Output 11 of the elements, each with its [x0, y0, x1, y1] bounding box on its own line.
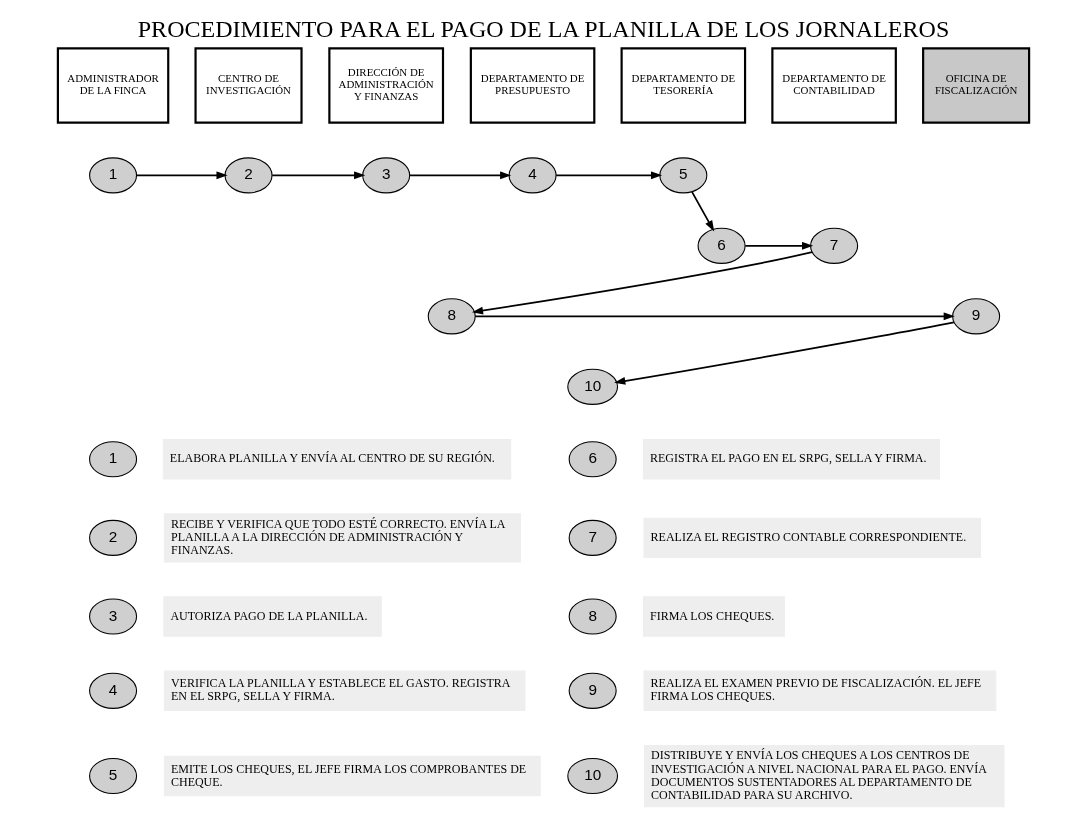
node-label: REALIZA EL EXAMEN PREVIO DE FISCALIZACIÓN. EL JEFE FIRMA LOS CHEQUES.: [650, 675, 981, 703]
node-label: RECIBE Y VERIFICA QUE TODO ESTÉ CORRECTO. ENVÍA LA PLANILLA A LA DIRECCIÓN DE ADMINISTRACIÓN Y FINANZAS.: [170, 516, 506, 557]
node-label: REGISTRA EL PAGO EN EL SRPG, SELLA Y FIRMA.: [649, 450, 926, 465]
diagram-title: PROCEDIMIENTO PARA EL PAGO DE LA PLANILLA DE LOS JORNALEROS: [137, 15, 949, 42]
node-label: EMITE LOS CHEQUES, EL JEFE FIRMA LOS COMPROBANTES DE CHEQUE.: [170, 761, 526, 789]
node-label: DISTRIBUYE Y ENVÍA LOS CHEQUES A LOS CENTROS DE INVESTIGACIÓN A NIVEL NACIONAL PARA EL PAGO. ENVÍA DOCUMENTOS SUSTENTADORES AL DEPARTAMENTO DE CONTABILIDAD PARA SU ARCHIVO.: [650, 747, 987, 802]
node-label: ELABORA PLANILLA Y ENVÍA AL CENTRO DE SU REGIÓN.: [169, 450, 495, 465]
node-label: FIRMA LOS CHEQUES.: [649, 608, 774, 623]
node-label: AUTORIZA PAGO DE LA PLANILLA.: [169, 608, 367, 623]
node-label: REALIZA EL REGISTRO CONTABLE CORRESPONDIENTE.: [650, 529, 966, 544]
node-label: VERIFICA LA PLANILLA Y ESTABLECE EL GASTO. REGISTRA EN EL SRPG, SELLA Y FIRMA.: [170, 675, 510, 703]
